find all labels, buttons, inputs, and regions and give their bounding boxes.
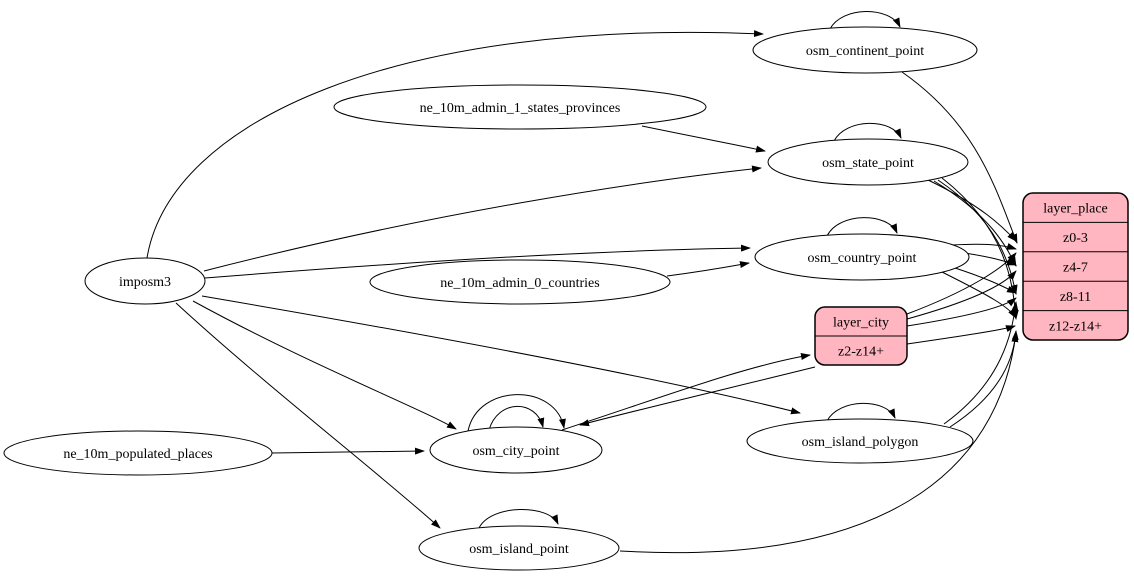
node-ne_10m_populated_places: ne_10m_populated_places [3,430,273,476]
edge-osm_island_polygon-to-layer_place-z8-11 [943,301,1019,425]
self-loop-osm_country_point [826,217,898,237]
edge-osm_country_point-to-layer_place-z8-11 [951,266,1017,294]
node-ne_10m_admin_1_states_provinces-label: ne_10m_admin_1_states_provinces [420,101,621,116]
edge-osm_continent_point-to-layer_place-z0-3 [901,71,1018,244]
self-loop-osm_state_point [833,122,902,142]
node-osm_island_point: osm_island_point [418,525,620,571]
edge-osm_country_point-to-layer_place-z0-3 [951,243,1017,250]
node-layer_place-row-2: z4-7 [1063,261,1088,276]
node-layer_place: layer_place z0-3 z4-7 z8-11 z12-z14+ [1022,192,1129,341]
edge-imposm3-to-osm_country_point [204,244,751,279]
node-osm_island_point-label: osm_island_point [469,542,569,557]
node-osm_island_point-ellipse [418,525,620,571]
node-ne_10m_admin_0_countries-ellipse [369,259,671,305]
self-loop-osm_continent_point [829,11,901,30]
edge-ne_10m_admin_0_countries-to-osm_country_point [666,261,750,277]
edge-osm_state_point-to-layer_place-z8-11 [937,179,1018,295]
edge-osm_island_point-to-layer_place-z12-z14+ [619,332,1019,554]
node-osm_state_point-ellipse [767,138,969,186]
node-osm_city_point: osm_city_point [429,426,603,474]
edge-osm_state_point-to-layer_place-z0-3 [927,179,1017,242]
node-osm_city_point-ellipse [429,426,603,474]
node-ne_10m_admin_0_countries-label: ne_10m_admin_0_countries [440,276,599,291]
self-loop-osm_island_polygon [826,402,896,422]
node-layer_place-row-1: z0-3 [1063,231,1088,246]
node-osm_island_polygon-label: osm_island_polygon [802,435,919,450]
node-osm_state_point-label: osm_state_point [822,156,914,171]
edge-imposm3-to-osm_island_polygon [201,295,801,415]
node-ne_10m_populated_places-label: ne_10m_populated_places [63,447,212,462]
node-osm_island_polygon-ellipse [746,418,974,464]
edge-ne_10m_admin_1_states_provinces-to-osm_state_point [641,125,766,153]
self-loop-osm_city_point [488,405,545,431]
edge-layer_city-to-osm_city_point [579,366,816,427]
edge-layer_city-to-layer_place-z0-3 [906,252,1017,315]
node-osm_city_point-label: osm_city_point [472,444,559,459]
node-layer_city: layer_city z2-z14+ [814,306,908,366]
node-osm_continent_point-label: osm_continent_point [806,44,924,59]
edge-osm_city_point-to-layer_city-z2-z14+ [561,353,811,431]
node-imposm3-ellipse [84,257,206,305]
node-osm_country_point: osm_country_point [754,233,970,281]
node-ne_10m_populated_places-ellipse [3,430,273,476]
self-loop-osm_city_point [467,394,566,432]
node-layer_place-row-3: z8-11 [1060,290,1091,305]
node-osm_country_point-label: osm_country_point [808,251,917,266]
node-layer_place-row-4: z12-z14+ [1049,319,1102,334]
edge-layer_city-to-layer_place-z4-7 [906,270,1017,320]
node-ne_10m_admin_1_states_provinces-ellipse [333,84,707,130]
node-imposm3-label: imposm3 [119,275,171,290]
node-imposm3: imposm3 [84,257,206,305]
node-layer_city-row-1: z2-z14+ [838,345,884,360]
node-osm_country_point-ellipse [754,233,970,281]
edge-imposm3-to-osm_city_point [192,300,457,430]
node-ne_10m_admin_1_states_provinces: ne_10m_admin_1_states_provinces [333,84,707,130]
edge-imposm3-to-osm_state_point [203,165,762,272]
edge-ne_10m_populated_places-to-osm_city_point [271,447,425,455]
edge-layer_city-to-layer_place-z12-z14+ [906,325,1016,345]
node-layer_place-box [1022,192,1129,341]
node-layer_city-row-0: layer_city [833,316,889,331]
node-ne_10m_admin_0_countries: ne_10m_admin_0_countries [369,259,671,305]
node-layer_place-row-0: layer_place [1043,202,1108,217]
edge-imposm3-to-osm_island_point [175,302,441,529]
node-osm_continent_point: osm_continent_point [752,26,978,74]
node-osm_state_point: osm_state_point [767,138,969,186]
edge-imposm3-to-osm_continent_point [146,30,764,259]
node-osm_continent_point-ellipse [752,26,978,74]
edge-layer_city-to-layer_place-z8-11 [906,297,1017,327]
node-osm_island_polygon: osm_island_polygon [746,418,974,464]
self-loop-osm_island_point [478,508,559,529]
